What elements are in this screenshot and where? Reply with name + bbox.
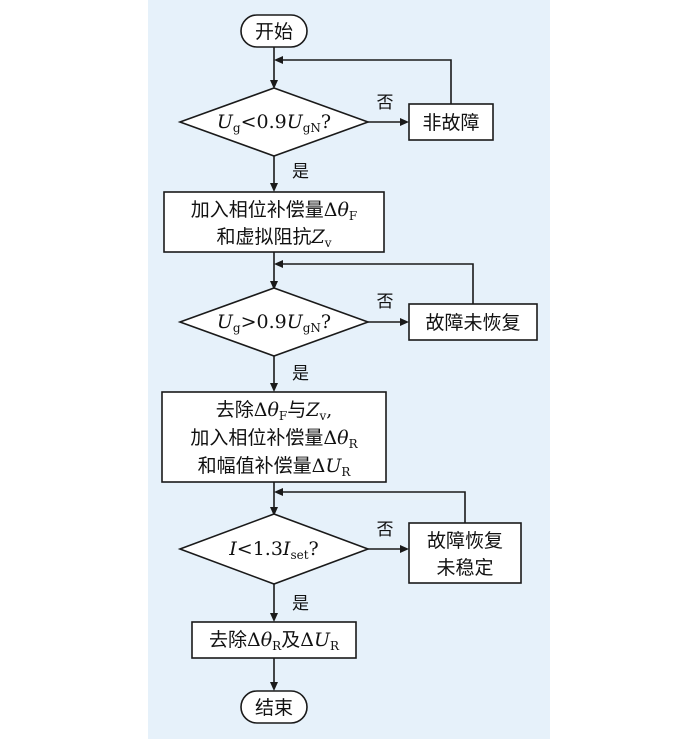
arrowhead	[270, 80, 278, 89]
arrowhead	[270, 507, 278, 516]
loop-back-connector	[279, 263, 474, 304]
step2-line2: 加入相位补偿量ΔθR	[190, 427, 358, 451]
fault-not-recovered-label: 故障未恢复	[425, 312, 520, 334]
box-remove-compensation	[191, 621, 357, 659]
loop-back-connector	[279, 59, 452, 104]
arrowhead	[270, 613, 278, 622]
arrowhead	[400, 545, 409, 553]
step1-line2: 和虚拟阻抗Zv	[217, 226, 332, 250]
arrowhead	[270, 383, 278, 392]
arrowhead	[274, 56, 283, 64]
arrowhead	[400, 318, 409, 326]
fault-unstable-line2: 未稳定	[436, 557, 493, 579]
yes-label: 是	[292, 364, 309, 384]
start-label: 开始	[255, 21, 293, 43]
arrowhead	[270, 183, 278, 192]
decision-voltage-recovered-label: Ug>0.9UgN?	[217, 311, 331, 335]
step3-label: 去除ΔθR及ΔUR	[209, 629, 340, 653]
decision-current-limit-label: I<1.3Iset?	[228, 538, 318, 562]
arrowhead	[270, 682, 278, 691]
fault-unstable-line1: 故障恢复	[427, 530, 503, 552]
step1-line1: 加入相位补偿量ΔθF	[191, 199, 358, 223]
yes-label: 是	[292, 162, 309, 182]
yes-label: 是	[292, 594, 309, 614]
no-fault-label: 非故障	[422, 112, 479, 134]
box-add-phase-compensation	[163, 191, 385, 253]
arrowhead	[400, 118, 409, 126]
arrowhead	[274, 488, 283, 496]
box-remove-and-add-compensation	[161, 391, 387, 483]
no-label: 否	[377, 292, 394, 312]
no-label: 否	[377, 93, 394, 113]
loop-back-connector	[279, 491, 466, 523]
decision-voltage-low-label: Ug<0.9UgN?	[217, 111, 331, 135]
step2-line1: 去除ΔθF与Zv,	[216, 399, 333, 423]
arrowhead	[274, 260, 283, 268]
step2-line3: 和幅值补偿量ΔUR	[198, 455, 352, 479]
box-fault-recovery-unstable	[408, 522, 522, 584]
arrowhead	[270, 281, 278, 290]
end-label: 结束	[255, 697, 293, 719]
box-fault-not-recovered	[408, 303, 538, 341]
no-label: 否	[377, 520, 394, 540]
end-terminal	[240, 690, 308, 724]
